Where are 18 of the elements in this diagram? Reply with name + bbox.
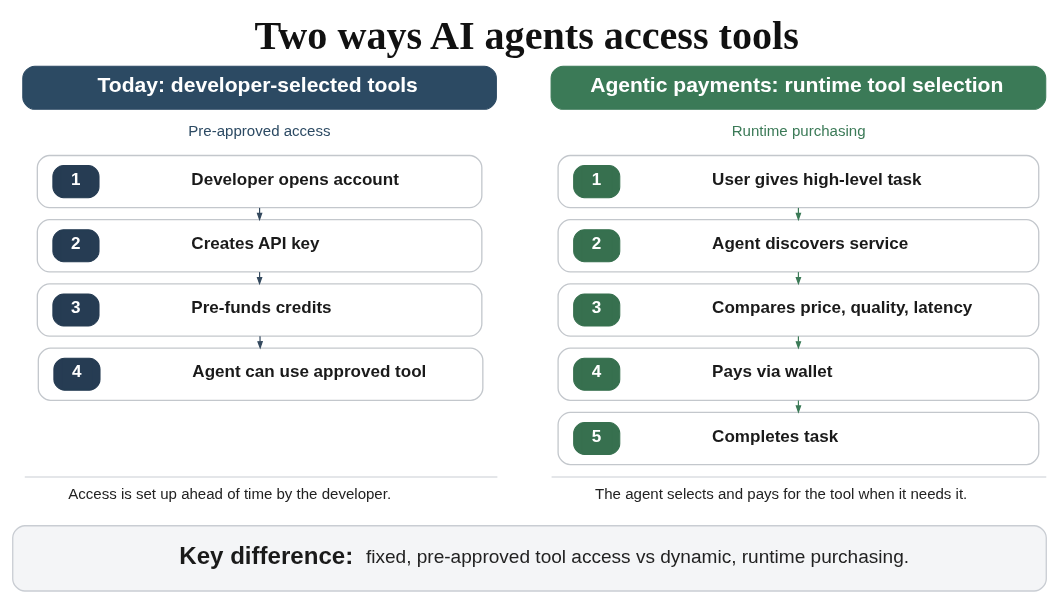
node-box: Agentic payments: runtime tool selection [550,65,1047,110]
node-box: 2 Creates API key [36,218,483,273]
label: Pre-approved access [188,121,331,139]
label: Access is set up ahead of time by the developer. [68,484,392,502]
node-box: Key difference: fixed, pre-approved tool access vs dynamic, runtime purchasing. [12,524,1047,592]
node-box: 1 Developer opens account [36,154,483,208]
label: Runtime purchasing [731,121,866,139]
node-box: 3 Pre-funds credits [36,282,483,337]
node-box: 3 Compares price, quality, latency [557,282,1040,337]
label: The agent selects and pays for the tool when it needs it. [595,484,968,502]
diagram-title: Two ways AI agents access tools [254,12,799,58]
node-box: 2 Agent discovers service [557,218,1040,273]
node-box: 1 User gives high-level task [557,154,1040,208]
node-box: 5 Completes task [557,411,1040,465]
node-box: 4 Agent can use approved tool [37,347,484,401]
arrow [257,335,263,350]
node-box: 4 Pays via wallet [557,347,1040,401]
node-box: Today: developer-selected tools [22,65,497,110]
